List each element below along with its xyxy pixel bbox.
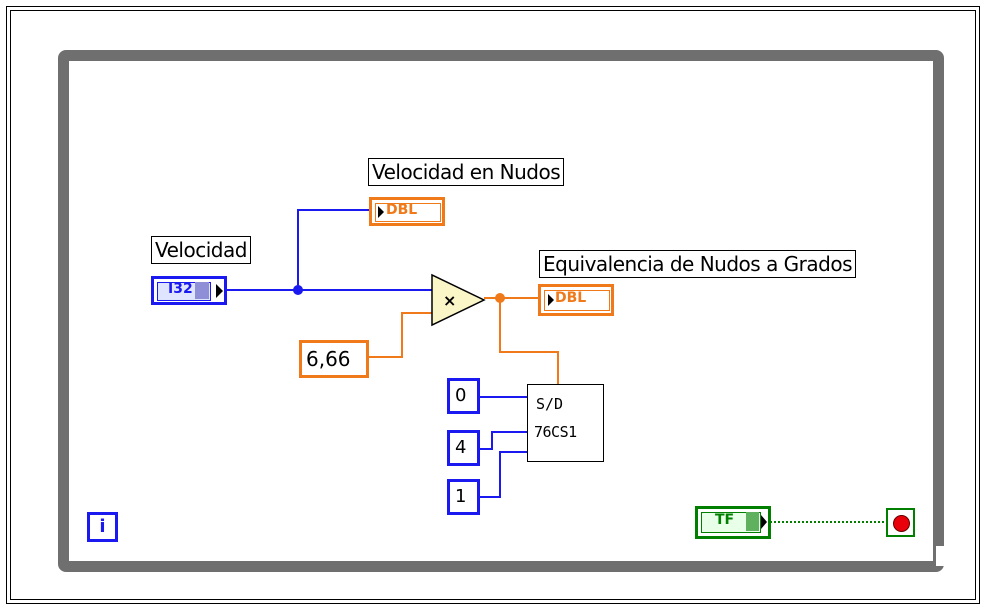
equivalencia-type-label: DBL bbox=[555, 290, 587, 306]
wire-junction-velocidad bbox=[293, 285, 303, 295]
stop-boolean-terminal[interactable]: TF bbox=[695, 506, 771, 539]
multiplier-constant[interactable]: 6,66 bbox=[299, 340, 369, 378]
multiply-node bbox=[431, 273, 486, 327]
iteration-label: i bbox=[99, 516, 106, 537]
stop-type-label: TF bbox=[715, 512, 735, 528]
velocidad-nudos-type-label: DBL bbox=[386, 202, 418, 218]
wire-junction-product bbox=[495, 293, 505, 303]
velocidad-control-terminal[interactable]: I32 bbox=[151, 276, 227, 305]
indicator-arrow-icon bbox=[548, 294, 554, 306]
iteration-terminal[interactable]: i bbox=[87, 512, 118, 542]
subvi-line1: S/D bbox=[536, 395, 564, 413]
wire-c4 bbox=[479, 431, 528, 450]
wire-to-velocidad-nudos bbox=[297, 209, 372, 290]
loop-corner-mark bbox=[936, 546, 946, 566]
equivalencia-indicator-terminal[interactable]: DBL bbox=[538, 284, 614, 316]
diagram-frame bbox=[6, 6, 980, 604]
control-arrow-icon bbox=[761, 515, 767, 529]
label-velocidad: Velocidad bbox=[151, 236, 251, 264]
diagram-frame-inner bbox=[10, 10, 976, 600]
loop-condition-terminal[interactable] bbox=[886, 508, 915, 537]
stop-sign-icon bbox=[893, 515, 910, 532]
label-equivalencia: Equivalencia de Nudos a Grados bbox=[539, 250, 857, 278]
velocidad-nudos-indicator-terminal[interactable]: DBL bbox=[369, 197, 445, 226]
constant-4[interactable]: 4 bbox=[447, 430, 480, 466]
subvi-line2: 76CS1 bbox=[534, 423, 577, 441]
wire-product-to-subvi bbox=[499, 298, 559, 385]
indicator-arrow-icon bbox=[378, 206, 384, 218]
velocidad-type-label: I32 bbox=[168, 281, 193, 297]
subvi-sd-76cs1[interactable]: S/D 76CS1 bbox=[527, 384, 604, 462]
multiply-icon: × bbox=[443, 291, 456, 310]
control-arrow-icon bbox=[216, 284, 223, 298]
wire-c1 bbox=[479, 451, 528, 498]
wire-multiplier bbox=[368, 312, 436, 358]
constant-1[interactable]: 1 bbox=[447, 479, 480, 515]
label-velocidad-nudos: Velocidad en Nudos bbox=[368, 158, 565, 186]
constant-0[interactable]: 0 bbox=[447, 378, 480, 414]
